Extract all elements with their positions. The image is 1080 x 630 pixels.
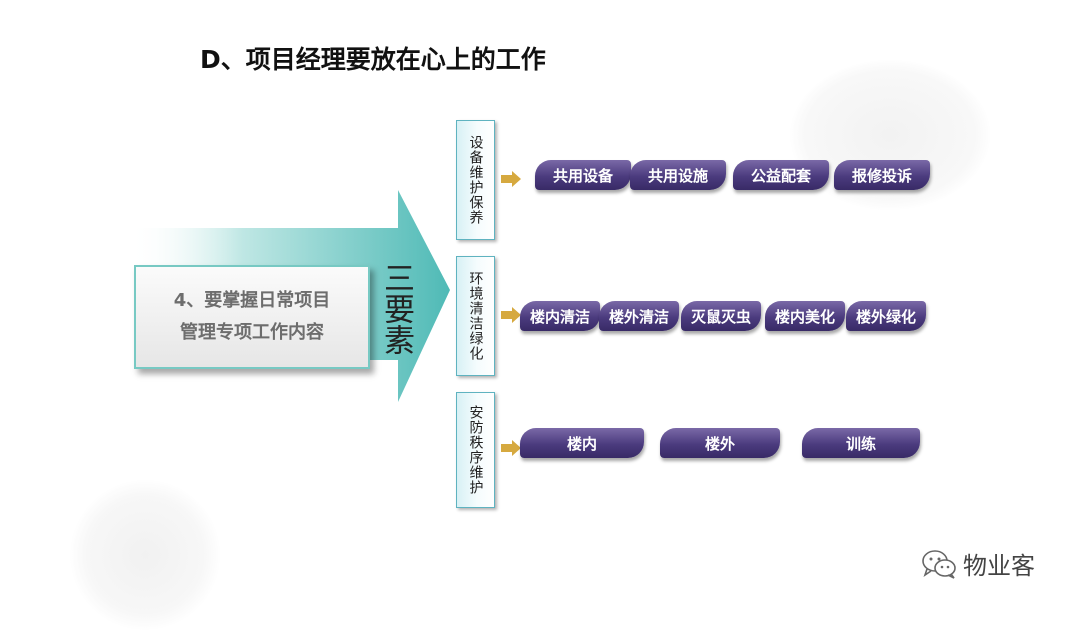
item-pill: 楼内	[520, 428, 644, 458]
category-label: 安防秩序维护	[467, 405, 484, 495]
main-topic-box: 4、要掌握日常项目 管理专项工作内容	[134, 265, 370, 369]
item-pill: 报修投诉	[834, 160, 930, 190]
three-elements-label: 三要素	[378, 262, 414, 355]
main-topic-line2: 管理专项工作内容	[180, 322, 324, 343]
item-pill: 灭鼠灭虫	[681, 301, 761, 331]
slide-title: D、项目经理要放在心上的工作	[200, 45, 546, 74]
item-pill: 楼内清洁	[520, 301, 600, 331]
item-pill: 训练	[802, 428, 920, 458]
item-pill: 共用设施	[630, 160, 726, 190]
small-arrow-icon	[501, 307, 521, 323]
wechat-icon	[922, 549, 956, 579]
item-pill: 楼外	[660, 428, 780, 458]
category-label: 环境清洁绿化	[467, 271, 484, 361]
small-arrow-icon	[501, 171, 521, 187]
category-box-environment: 环境清洁绿化	[456, 256, 495, 376]
watermark-text: 物业客	[963, 552, 1035, 580]
item-pill: 楼外绿化	[846, 301, 926, 331]
background-circle	[70, 480, 220, 630]
category-label: 设备维护保养	[467, 135, 484, 225]
watermark: 物业客	[921, 546, 1035, 581]
item-pill: 楼外清洁	[599, 301, 679, 331]
item-pill: 公益配套	[733, 160, 829, 190]
category-box-security: 安防秩序维护	[456, 392, 495, 508]
item-pill: 楼内美化	[765, 301, 845, 331]
item-pill: 共用设备	[535, 160, 631, 190]
small-arrow-icon	[501, 440, 521, 456]
main-topic-line1: 4、要掌握日常项目	[173, 290, 331, 311]
category-box-equipment: 设备维护保养	[456, 120, 495, 240]
